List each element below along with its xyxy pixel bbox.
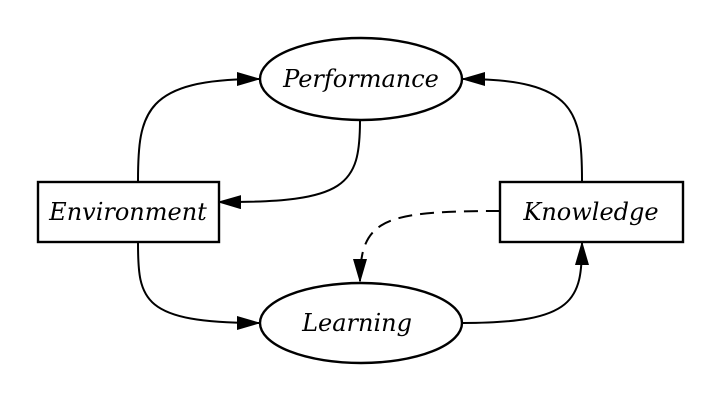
node-knowledge: Knowledge bbox=[498, 180, 685, 244]
edge-knowledge-to-performance bbox=[461, 72, 583, 182]
node-environment-label: Environment bbox=[48, 198, 207, 226]
edge-performance-to-environment bbox=[217, 119, 361, 210]
node-environment: Environment bbox=[36, 180, 221, 244]
node-performance: Performance bbox=[258, 36, 464, 122]
node-learning: Learning bbox=[258, 281, 464, 365]
node-knowledge-label: Knowledge bbox=[522, 198, 658, 226]
edge-learning-to-knowledge bbox=[462, 241, 589, 324]
node-performance-label: Performance bbox=[282, 65, 439, 93]
edge-knowledge-to-learning-dashed bbox=[353, 210, 501, 283]
node-learning-label: Learning bbox=[301, 309, 412, 337]
edge-environment-to-performance bbox=[137, 72, 261, 182]
edge-environment-to-learning bbox=[137, 242, 261, 330]
